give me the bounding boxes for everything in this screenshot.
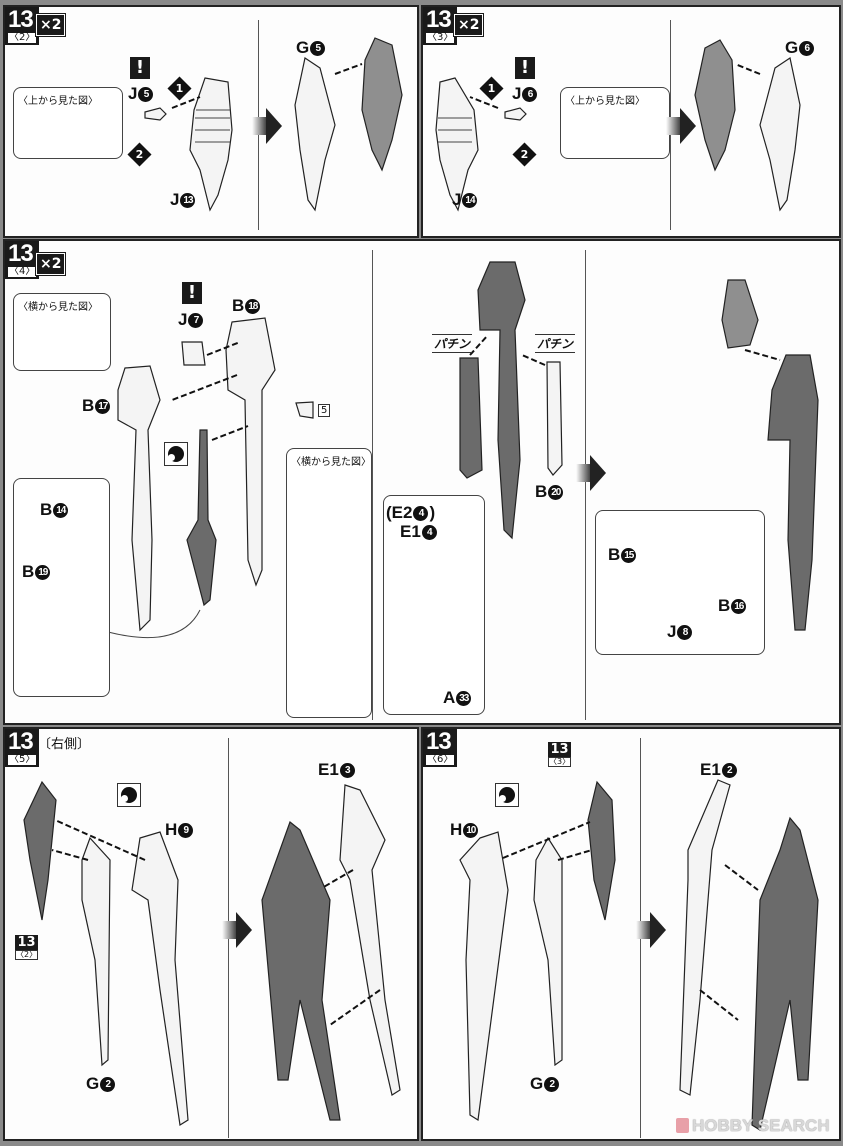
part-j5 (144, 107, 167, 121)
part-j13 (189, 77, 233, 212)
reference-step-badge: 13〈2〉 (15, 935, 39, 960)
marking-sticker-icon (495, 783, 519, 807)
part-g5 (361, 37, 403, 172)
marking-sticker-icon (164, 442, 188, 466)
sprue-number: 5 (318, 404, 331, 417)
quantity-badge: ×2 (34, 13, 67, 37)
step-number-badge: 13〈4〉 (5, 241, 40, 279)
part-small-sprue-5 (295, 401, 314, 419)
top-view-callout: 〈上から見た図〉 (13, 87, 123, 159)
part-g6 (694, 39, 736, 172)
next-arrow-icon (576, 455, 606, 491)
part-dark-blade (186, 429, 217, 607)
next-arrow-icon (636, 912, 666, 948)
divider (372, 250, 373, 720)
sub-step: 〈2〉 (8, 32, 37, 43)
step-number-badge: 13〈6〉 (423, 729, 458, 767)
detail-callout (13, 478, 110, 697)
next-arrow-icon (222, 912, 252, 948)
part-j6 (504, 107, 527, 121)
step-number: 13 (8, 6, 34, 33)
part-e1-3 (339, 784, 401, 1096)
step-number-badge: 13〈2〉 (5, 6, 40, 45)
part-g2 (81, 836, 111, 1067)
side-indicator: 〔右側〕 (38, 737, 91, 752)
top-view-callout: 〈上から見た図〉 (560, 87, 670, 159)
part-b20 (546, 361, 563, 476)
part-j7 (181, 341, 206, 366)
part-g2-right (533, 836, 563, 1067)
part-j14 (435, 77, 479, 212)
part-e1-2 (679, 779, 731, 1096)
logo-icon (676, 1118, 689, 1133)
part-13-2-assembly (23, 780, 57, 921)
next-arrow-icon (666, 108, 696, 144)
side-view-callout: 〈横から見た図〉 (13, 293, 111, 371)
part-b18 (225, 317, 276, 587)
part-assembled-left (261, 821, 341, 1121)
marking-sticker-icon (117, 783, 141, 807)
part-dark-frame (477, 261, 526, 540)
part-assembled-j14 (759, 57, 801, 212)
order-marker: 2 (512, 142, 537, 167)
step-number-badge: 13〈5〉 (5, 729, 40, 767)
warning-icon: ! (182, 282, 202, 304)
part-assembled-right (751, 816, 819, 1131)
order-marker: 2 (127, 142, 152, 167)
part-shoulder-block (721, 279, 759, 349)
divider (585, 250, 586, 720)
warning-icon: ! (515, 57, 535, 79)
warning-icon: ! (130, 57, 150, 79)
part-assembled-frame (767, 354, 819, 631)
side-view-callout: 〈横から見た図〉 (286, 448, 372, 718)
reference-step-badge: 13〈3〉 (548, 742, 572, 767)
quantity-badge: ×2 (34, 252, 67, 276)
part-13-3-assembly (587, 780, 616, 921)
watermark: HOBBY SEARCH (676, 1116, 830, 1136)
snap-sound-text: パチン (535, 334, 576, 353)
order-marker: 1 (167, 76, 192, 101)
part-h9 (131, 831, 189, 1126)
next-arrow-icon (252, 108, 282, 144)
quantity-badge: ×2 (452, 13, 485, 37)
part-h10 (459, 831, 509, 1122)
order-marker: 1 (479, 76, 504, 101)
part-b17 (117, 365, 161, 632)
part-e1-4 (459, 357, 483, 479)
step-number-badge: 13〈3〉 (423, 7, 458, 45)
snap-sound-text: パチン (432, 334, 473, 353)
part-assembled-j13 (294, 57, 336, 212)
